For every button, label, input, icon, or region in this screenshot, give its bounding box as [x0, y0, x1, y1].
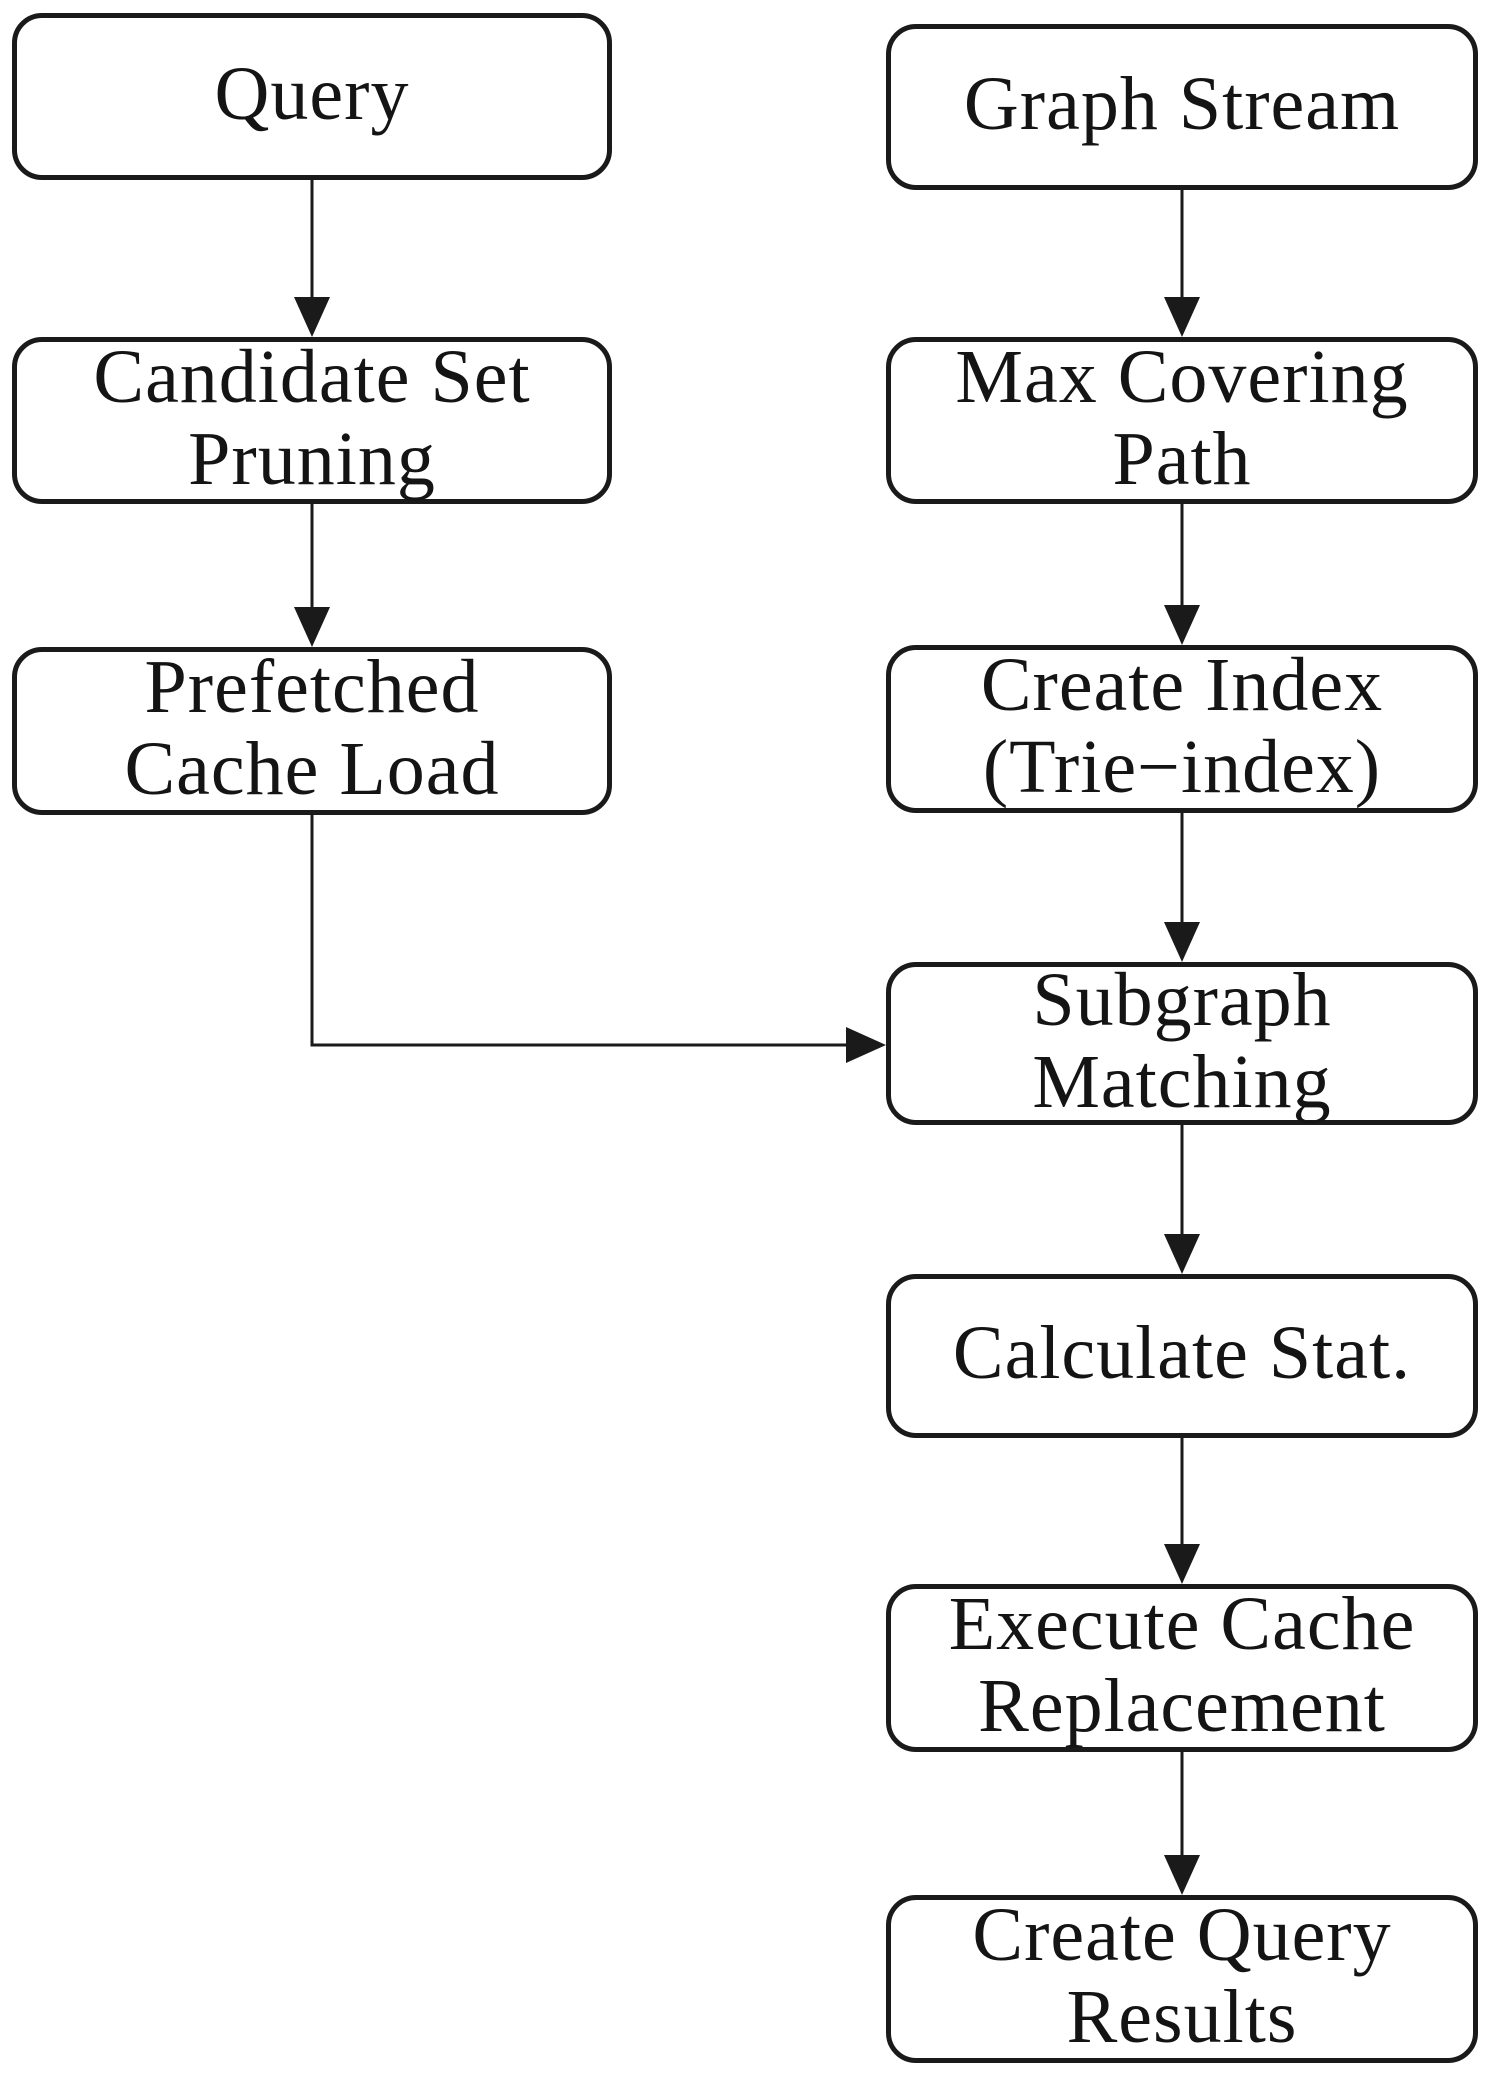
- node-create-index-trie-index-label: Create Index (Trie−index): [980, 643, 1384, 809]
- node-execute-cache-replacement: Execute Cache Replacement: [886, 1582, 1478, 1752]
- arrowhead-subgraph-to-calculate-stat: [1164, 1234, 1200, 1274]
- node-graph-stream-label: Graph Stream: [963, 62, 1401, 146]
- node-candidate-set-pruning-label: Candidate Set Pruning: [93, 334, 531, 501]
- arrowhead-execute-cache-to-create-results: [1164, 1855, 1200, 1895]
- arrowhead-create-index-to-subgraph: [1164, 922, 1200, 962]
- node-execute-cache-replacement-label: Execute Cache Replacement: [948, 1582, 1416, 1748]
- node-calculate-stat: Calculate Stat.: [886, 1274, 1478, 1438]
- node-subgraph-matching: Subgraph Matching: [886, 959, 1478, 1125]
- node-prefetched-cache-load-label: Prefetched Cache Load: [124, 645, 500, 811]
- arrowhead-calculate-stat-to-execute-cache: [1164, 1544, 1200, 1584]
- arrowhead-query-to-candidate-set-pruning: [294, 297, 330, 337]
- node-create-query-results-label: Create Query Results: [972, 1893, 1392, 2059]
- node-create-query-results: Create Query Results: [886, 1893, 1478, 2063]
- node-prefetched-cache-load: Prefetched Cache Load: [12, 645, 612, 815]
- node-subgraph-matching-label: Subgraph Matching: [1032, 957, 1332, 1124]
- node-query-label: Query: [214, 51, 410, 136]
- node-graph-stream: Graph Stream: [886, 24, 1478, 190]
- node-max-covering-path-label: Max Covering Path: [955, 334, 1409, 501]
- arrowhead-graph-stream-to-max-covering: [1164, 297, 1200, 337]
- arrowhead-max-covering-to-create-index: [1164, 605, 1200, 645]
- arrowhead-candidate-to-prefetched: [294, 607, 330, 647]
- arrowhead-prefetched-to-subgraph: [846, 1027, 886, 1063]
- node-create-index-trie-index: Create Index (Trie−index): [886, 643, 1478, 813]
- node-candidate-set-pruning: Candidate Set Pruning: [12, 334, 612, 504]
- node-query: Query: [12, 13, 612, 180]
- node-calculate-stat-label: Calculate Stat.: [952, 1311, 1412, 1395]
- arrow-prefetched-to-subgraph: [310, 815, 850, 1047]
- node-max-covering-path: Max Covering Path: [886, 334, 1478, 504]
